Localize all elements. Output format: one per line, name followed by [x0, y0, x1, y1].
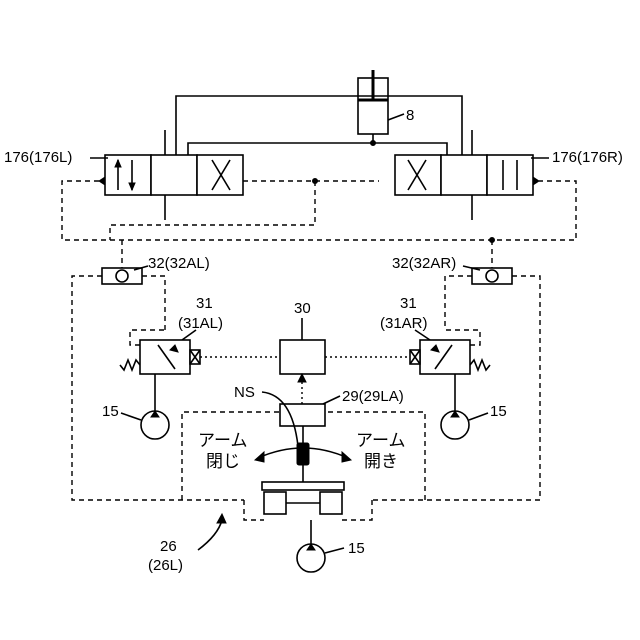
pilot-valve	[244, 426, 372, 520]
shuttle-right-label: 32(32AR)	[392, 255, 456, 272]
controller-box	[280, 340, 325, 374]
pump-left-label: 15	[102, 403, 119, 420]
pump-right	[441, 374, 469, 439]
pilot-valve-number: 26	[160, 538, 177, 555]
solenoid-right-sub: (31AR)	[380, 315, 428, 332]
arm-close-label-line2: 閉じ	[206, 452, 240, 471]
shuttle-valve-right	[472, 268, 512, 284]
solenoid-left-number: 31	[196, 295, 213, 312]
arm-open-label-line1: アーム	[356, 431, 405, 450]
solenoid-right-number: 31	[400, 295, 417, 312]
pump-right-label: 15	[490, 403, 507, 420]
pilot-valve-sub: (26L)	[148, 557, 183, 574]
shuttle-valve-left	[102, 268, 142, 284]
solenoid-valve-right	[325, 330, 490, 374]
sensor-box	[280, 374, 325, 426]
pump-left	[141, 374, 169, 439]
arm-open-label-line2: 開き	[364, 452, 398, 471]
pump-bottom	[297, 520, 325, 572]
controller-label: 30	[294, 300, 311, 317]
ns-label: NS	[234, 384, 255, 401]
sensor-label: 29(29LA)	[342, 388, 404, 405]
directional-valve-left	[99, 155, 243, 195]
arm-close-label-line1: アーム	[198, 431, 247, 450]
pump-bottom-label: 15	[348, 540, 365, 557]
valve-left-label: 176(176L)	[4, 149, 72, 166]
shuttle-left-label: 32(32AL)	[148, 255, 210, 272]
solenoid-valve-left	[120, 330, 280, 374]
cylinder-label: 8	[406, 107, 414, 124]
valve-right-label: 176(176R)	[552, 149, 623, 166]
solenoid-left-sub: (31AL)	[178, 315, 223, 332]
directional-valve-right	[395, 155, 539, 195]
arm-cylinder	[358, 70, 404, 134]
